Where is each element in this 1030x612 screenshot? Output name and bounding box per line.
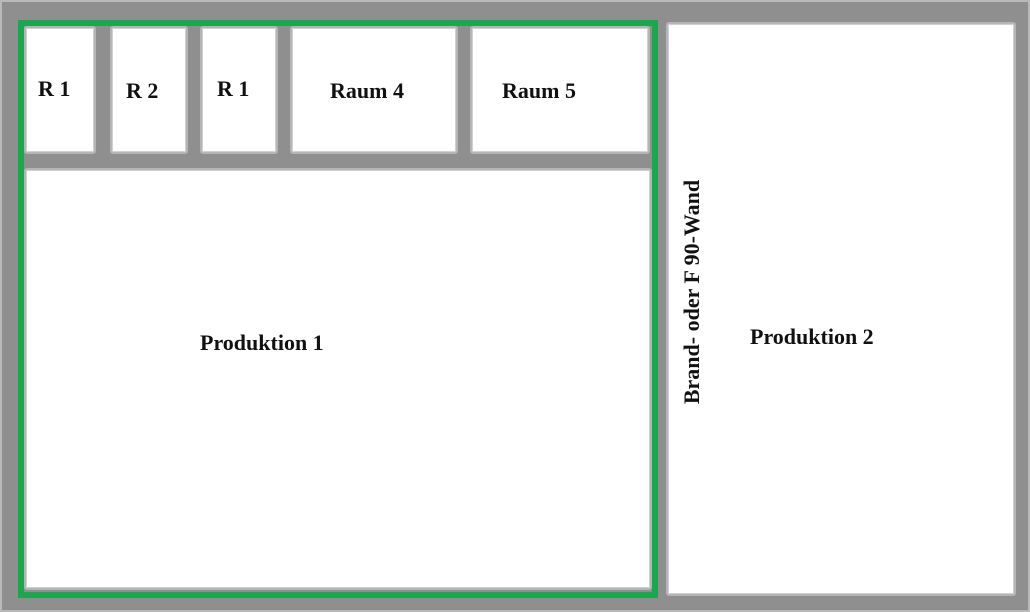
- room-r2: R 2: [110, 26, 188, 154]
- room-raum4-label: Raum 4: [330, 78, 404, 103]
- room-r1-left-label: R 1: [38, 76, 71, 101]
- room-raum5-label: Raum 5: [502, 78, 576, 103]
- room-r2-label: R 2: [126, 78, 159, 103]
- room-r1-right: R 1: [200, 26, 278, 154]
- room-produktion-2: Produktion 2: [666, 22, 1016, 596]
- room-raum4: Raum 4: [290, 26, 458, 154]
- room-produktion-1: Produktion 1: [24, 168, 652, 590]
- room-r1-right-label: R 1: [217, 76, 250, 101]
- room-raum5: Raum 5: [470, 26, 650, 154]
- fire-wall-label: Brand- oder F 90-Wand: [679, 179, 704, 405]
- room-produktion-2-label: Produktion 2: [750, 324, 874, 349]
- room-produktion-1-label: Produktion 1: [200, 330, 324, 355]
- room-r1-left: R 1: [24, 26, 96, 154]
